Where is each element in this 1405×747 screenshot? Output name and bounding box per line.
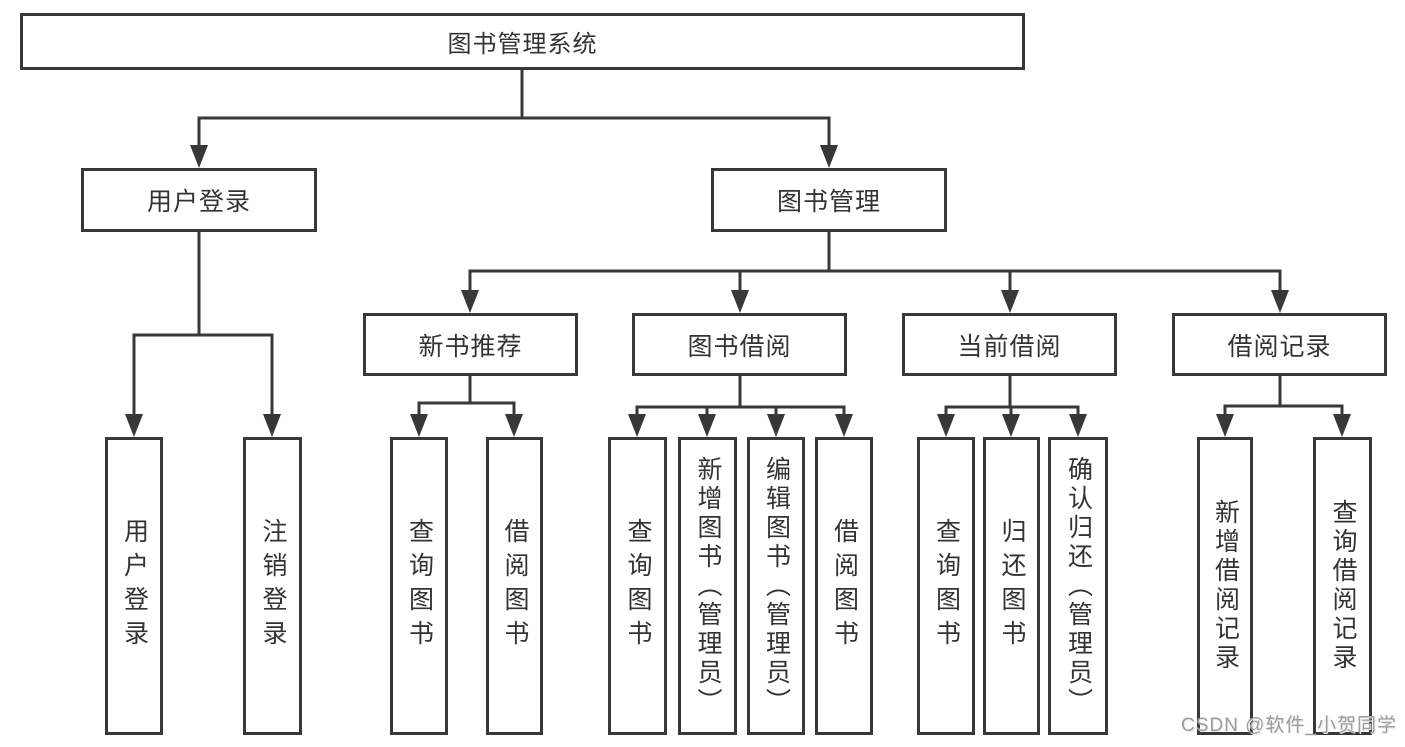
csdn-watermark: CSDN @软件_小贺同学: [1181, 715, 1397, 736]
node-label: 查询图书: [405, 518, 434, 654]
node-label: 编辑图书（管理员）: [762, 455, 791, 717]
connector-records-to-leaves: [1223, 376, 1344, 416]
node-label: 借阅记录: [1227, 332, 1332, 361]
node-label: 注销登录: [259, 518, 287, 654]
connector-root-to-level2: [197, 68, 831, 147]
connector-borrow-to-leaves: [635, 376, 846, 416]
node-book-management-branch: 图书管理: [711, 168, 947, 232]
node-user-login-branch: 用户登录: [81, 168, 317, 232]
node-leaf-logout: 注销登录: [243, 437, 302, 735]
node-label: 用户登录: [120, 518, 149, 654]
node-label: 借阅图书: [501, 518, 529, 654]
node-leaf-add-borrow-record: 新增借阅记录: [1197, 437, 1253, 735]
node-borrow-records: 借阅记录: [1172, 313, 1387, 376]
node-leaf-confirm-return-admin: 确认归还（管理员）: [1048, 437, 1108, 735]
node-leaf-query-books-3: 查询图书: [917, 437, 975, 735]
node-leaf-edit-books-admin: 编辑图书（管理员）: [747, 437, 805, 735]
node-leaf-user-login: 用户登录: [105, 437, 163, 735]
connector-login-to-leaves: [132, 232, 274, 416]
node-book-borrow: 图书借阅: [632, 313, 847, 376]
node-current-borrow: 当前借阅: [902, 313, 1117, 376]
node-label: 用户登录: [146, 188, 251, 216]
node-leaf-query-borrow-record: 查询借阅记录: [1313, 437, 1372, 735]
node-leaf-query-books-2: 查询图书: [608, 437, 667, 735]
node-label: 查询借阅记录: [1329, 499, 1357, 673]
node-label: 查询图书: [624, 518, 652, 654]
node-label: 图书管理系统: [447, 31, 598, 58]
node-leaf-borrow-books-2: 借阅图书: [815, 437, 873, 735]
node-label: 查询图书: [932, 518, 961, 654]
node-leaf-borrow-books-1: 借阅图书: [486, 437, 543, 735]
node-leaf-add-books-admin: 新增图书（管理员）: [678, 437, 737, 735]
node-label: 新增图书（管理员）: [694, 455, 722, 717]
node-label: 确认归还（管理员）: [1064, 455, 1093, 717]
node-label: 图书管理: [776, 188, 881, 216]
node-new-book-recommend: 新书推荐: [363, 313, 578, 376]
connector-current-to-leaves: [944, 376, 1080, 416]
node-label: 借阅图书: [830, 518, 859, 654]
connector-mgmt-to-level3: [468, 232, 1282, 292]
node-label: 图书借阅: [687, 332, 792, 361]
node-label: 归还图书: [998, 518, 1026, 654]
node-leaf-query-books-1: 查询图书: [390, 437, 448, 735]
node-root-system: 图书管理系统: [20, 13, 1025, 70]
connector-newbook-to-leaves: [417, 376, 516, 416]
node-label: 当前借阅: [957, 332, 1062, 361]
node-label: 新书推荐: [418, 332, 523, 361]
node-leaf-return-books: 归还图书: [983, 437, 1040, 735]
node-label: 新增借阅记录: [1211, 499, 1240, 673]
